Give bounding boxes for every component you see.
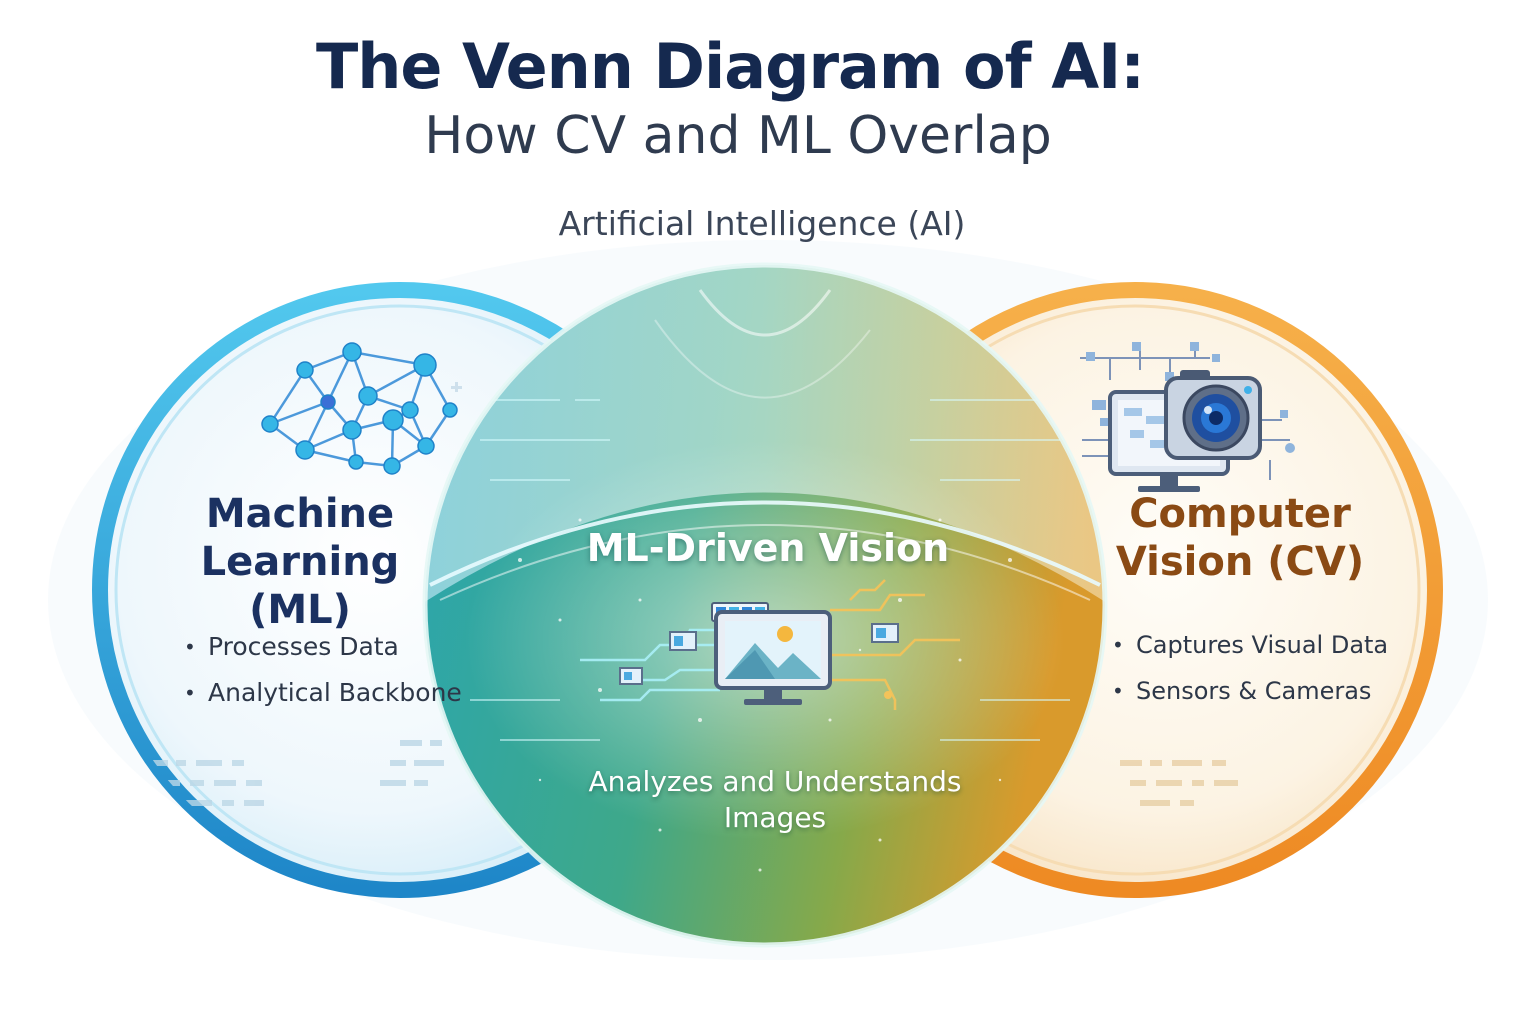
ml-bullet-item: Processes Data: [184, 624, 462, 670]
page-title: The Venn Diagram of AI:: [315, 30, 1145, 103]
ai-label: Artificial Intelligence (AI): [558, 204, 966, 243]
cv-title: Computer Vision (CV): [1115, 491, 1365, 585]
camera-monitor-icon: [1080, 342, 1295, 492]
page-subtitle: How CV and ML Overlap: [424, 106, 1052, 166]
ml-title: Machine Learning (ML): [200, 491, 400, 633]
ml-bullet-item: Analytical Backbone: [184, 670, 462, 716]
cv-bullet-list: Captures Visual Data Sensors & Cameras: [1112, 622, 1388, 714]
neural-network-icon: [261, 342, 458, 475]
ml-bullet-list: Processes Data Analytical Backbone: [184, 624, 462, 716]
cv-bullet-item: Sensors & Cameras: [1112, 668, 1388, 714]
cv-bullet-item: Captures Visual Data: [1112, 622, 1388, 668]
overlap-title: ML-Driven Vision: [586, 526, 950, 570]
image-monitor-icon: [580, 579, 960, 710]
overlap-description: Analyzes and Understands Images: [588, 765, 962, 834]
